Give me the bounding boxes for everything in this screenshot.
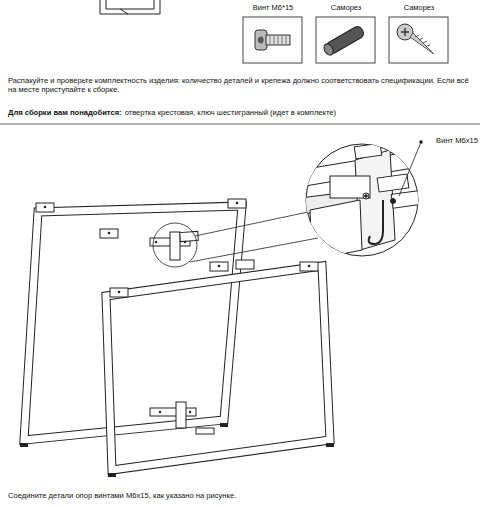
part-label: Саморез (389, 3, 449, 12)
detail-magnifier (153, 140, 427, 267)
tools-text: отвертка крестовая, ключ шестигранный (и… (125, 108, 337, 117)
top-frame-fragment (100, 0, 160, 14)
instruction-text: Распакуйте и проверьте комплектность изд… (8, 76, 474, 94)
part-label: Саморез (316, 3, 376, 12)
separator-line (0, 124, 480, 125)
fastener-icons (243, 17, 448, 63)
caption-text: Соедините детали опор винтами М6х15, как… (8, 491, 236, 500)
table-base (20, 199, 334, 477)
part-label: Винт М6*15 (243, 3, 303, 12)
tools-heading: Для сборки вам понадобится: (8, 108, 122, 117)
callout-label: Винт М6х15 (436, 136, 478, 145)
